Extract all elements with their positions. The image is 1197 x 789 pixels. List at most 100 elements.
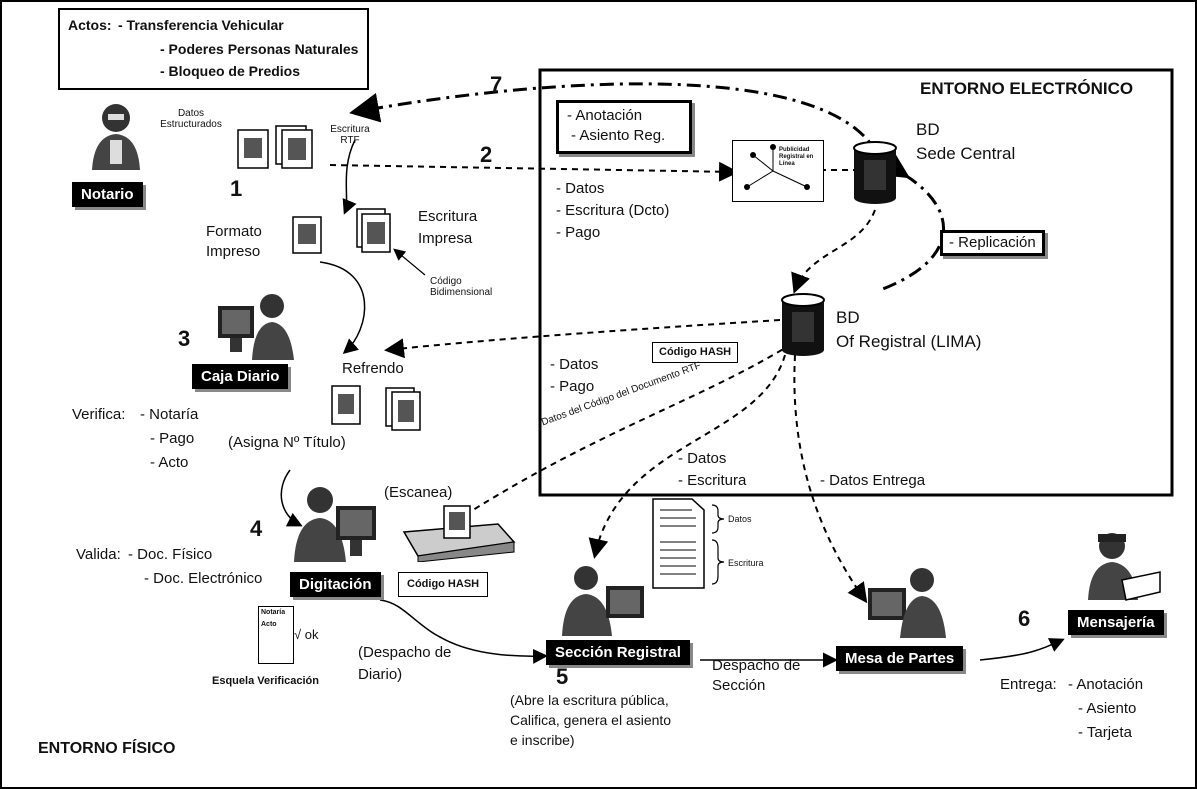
- bd-lima-line: BD: [836, 308, 860, 327]
- arrow-lima-mesa: [793, 354, 868, 604]
- seccion-desc-line: (Abre la escritura pública,: [510, 692, 669, 708]
- despacho-seccion: Despacho de Sección: [712, 656, 800, 696]
- verifica-title: Verifica:: [72, 406, 126, 423]
- esquela-label: Esquela Verificación: [212, 675, 319, 687]
- step-1-number: 1: [230, 176, 243, 201]
- escritura-impresa-icon: [356, 208, 396, 258]
- bd-lima-line: Of Registral (LIMA): [836, 332, 982, 351]
- valida-item: - Doc. Físico: [128, 546, 213, 563]
- despacho-diario: (Despacho de Diario): [358, 642, 451, 686]
- seccion-desc-line: Califica, genera el asiento: [510, 712, 672, 728]
- bd-central-line: BD: [916, 120, 940, 139]
- seccion-description: (Abre la escritura pública, Califica, ge…: [510, 690, 671, 750]
- seccion-desc-line: e inscribe): [510, 732, 575, 748]
- seccion-registral-label: Sección Registral: [546, 640, 690, 665]
- verifica-item: - Acto: [150, 454, 189, 471]
- arrow-caja-digitacion: [280, 469, 303, 527]
- formato-doc-icon: [292, 216, 324, 256]
- actos-box: Actos: - Transferencia Vehicular - Poder…: [58, 8, 369, 90]
- bd-lima-database-icon: [780, 292, 826, 358]
- doc-datos-label: Datos: [728, 514, 752, 524]
- refrendo-docs-icon: [330, 382, 430, 434]
- arrow-scanner-lima: [464, 344, 791, 516]
- verifica-item: - Pago: [150, 430, 195, 447]
- arrow-codigo-bidim: [393, 248, 426, 276]
- despacho-seccion-line: Despacho de: [712, 657, 801, 674]
- notario-documents-icon: [236, 122, 326, 172]
- arrow-rtf-impresa: [342, 139, 357, 215]
- bd-central-database-icon: [852, 140, 898, 206]
- esquela-doc-icon: Notaría Acto: [258, 606, 294, 664]
- despacho-diario-line: Diario): [358, 666, 403, 683]
- entrega-item: - Anotación: [1068, 676, 1144, 693]
- asiento-item: - Asiento Reg.: [571, 127, 666, 144]
- despacho-seccion-line: Sección: [712, 677, 766, 694]
- acto-item: - Bloqueo de Predios: [160, 63, 301, 79]
- mesa-partes-label: Mesa de Partes: [836, 646, 964, 671]
- step-2-number: 2: [480, 142, 493, 167]
- step3-datos: - Datos: [550, 356, 599, 373]
- step-3-number: 3: [178, 326, 191, 351]
- step-4-number: 4: [250, 516, 263, 541]
- acto-item: - Transferencia Vehicular: [118, 17, 284, 33]
- actos-title: Actos:: [68, 17, 112, 33]
- doc-escritura-label: Escritura: [728, 558, 764, 568]
- step3-pago: - Pago: [550, 378, 595, 395]
- formato-impreso-label: Formato Impreso: [206, 223, 262, 260]
- arrow-formato-caja: [319, 261, 366, 354]
- caja-person-icon: [212, 290, 304, 362]
- esquela-line2: Acto: [261, 621, 277, 628]
- digitacion-label: Digitación: [290, 572, 381, 597]
- esquela-line1: Notaría: [261, 609, 286, 616]
- codigo-hash-2-box: Código HASH: [398, 572, 489, 597]
- anotacion-item: - Anotación: [567, 107, 643, 124]
- entrega-item: - Asiento: [1078, 700, 1137, 717]
- step5-escritura: - Escritura: [678, 472, 747, 489]
- caja-diario-label: Caja Diario: [192, 364, 289, 389]
- step5-datos: - Datos: [678, 450, 727, 467]
- despacho-diario-line: (Despacho de: [358, 644, 452, 661]
- escritura-rtf-label: Escritura RTF: [330, 124, 370, 146]
- notario-label: Notario: [72, 182, 143, 207]
- esquela-ok: √ ok: [294, 627, 319, 642]
- mesa-person-icon: [864, 566, 954, 640]
- verifica-item: - Notaría: [140, 406, 199, 423]
- arrow-central-lima: [791, 209, 876, 294]
- datos-estructurados-label: Datos Estructurados: [160, 108, 222, 130]
- digitacion-person-icon: [284, 484, 380, 564]
- codigo-hash-box: Código HASH: [652, 342, 739, 363]
- arrow-mesa-mensajeria: [979, 638, 1065, 661]
- acto-item: - Poderes Personas Naturales: [160, 41, 359, 57]
- step2-pago: - Pago: [556, 224, 601, 241]
- electronic-environment-title: ENTORNO ELECTRÓNICO: [920, 79, 1134, 98]
- publicidad-network-icon: Publicidad Registral en Línea: [732, 140, 824, 202]
- mensajeria-person-icon: [1082, 530, 1162, 602]
- step-7-number: 7: [490, 72, 503, 97]
- arrow-step7: [349, 82, 882, 161]
- replicacion-box: - Replicación: [940, 230, 1045, 256]
- datos-entrega-label: - Datos Entrega: [820, 472, 926, 489]
- bd-lima-label: BD Of Registral (LIMA): [836, 306, 981, 354]
- arrow-lima-caja: [384, 319, 781, 359]
- entrega-item: - Tarjeta: [1078, 724, 1132, 741]
- seccion-person-icon: [556, 564, 652, 638]
- publicidad-label: Publicidad Registral en Línea: [779, 147, 814, 167]
- valida-title: Valida:: [76, 546, 121, 563]
- escanea-label: (Escanea): [384, 484, 453, 501]
- bd-central-line: Sede Central: [916, 144, 1016, 163]
- mensajeria-label: Mensajería: [1068, 610, 1164, 635]
- electronic-environment-box: [538, 68, 1174, 497]
- anotacion-box: - Anotación - Asiento Reg.: [556, 100, 692, 154]
- brace-escritura: [711, 539, 725, 585]
- arrow-step2: [329, 161, 739, 182]
- codigo-bidimensional-label: Código Bidimensional: [430, 276, 493, 298]
- escritura-impresa-label: Escritura Impresa: [418, 208, 478, 247]
- brace-datos: [711, 504, 725, 534]
- scanner-icon: [398, 502, 518, 562]
- entrega-title: Entrega:: [1000, 676, 1057, 693]
- step2-datos: - Datos: [556, 180, 605, 197]
- datos-escritura-doc-icon: [652, 498, 706, 590]
- step-5-number: 5: [556, 664, 569, 689]
